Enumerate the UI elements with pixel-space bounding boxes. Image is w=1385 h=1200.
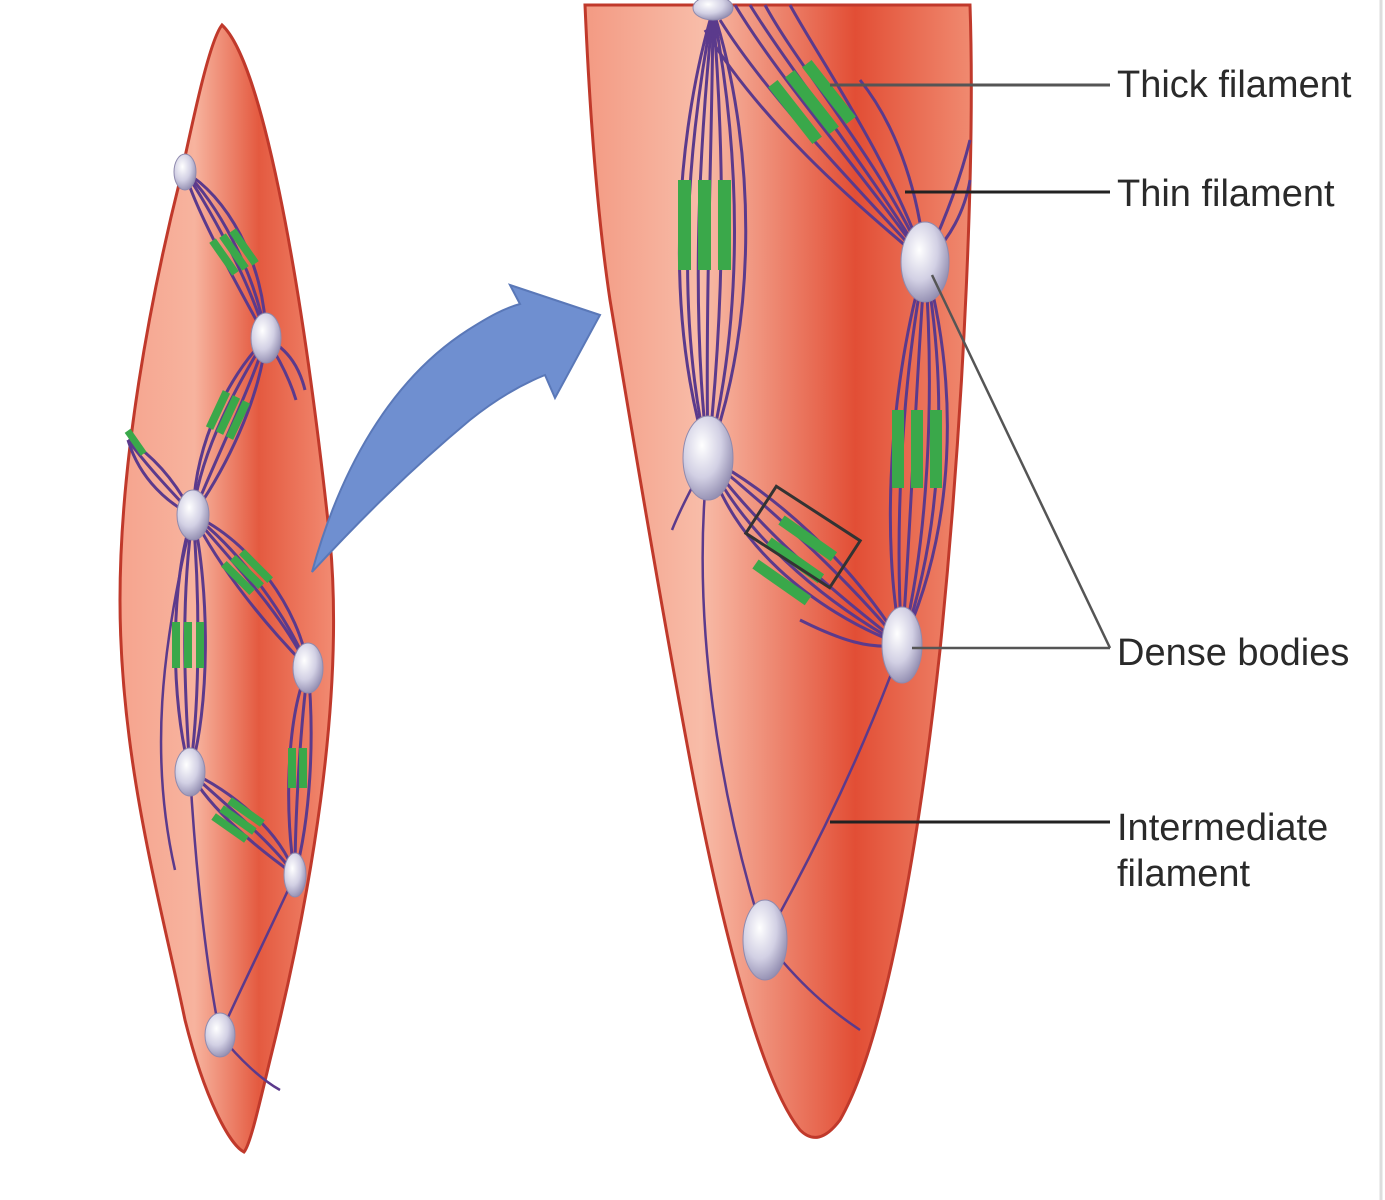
dense-bodies-left	[173, 153, 324, 1058]
thick-filament-highlight-box	[743, 484, 863, 590]
intermediate-filaments-left	[159, 514, 297, 1092]
muscle-cell-right	[583, 0, 973, 1139]
leader-lines	[830, 83, 1112, 824]
label-thick-filament: Thick filament	[1117, 64, 1352, 106]
label-intermediate-filament-line2: filament	[1117, 853, 1250, 895]
dense-bodies-right	[682, 0, 950, 981]
label-intermediate-filament-line1: Intermediate	[1117, 807, 1328, 849]
label-thin-filament: Thin filament	[1117, 173, 1335, 215]
thick-filaments-right	[678, 59, 942, 606]
cell-left-membrane	[118, 22, 336, 1154]
leader-dense-body-upper	[930, 274, 1112, 649]
thick-filaments-left	[124, 228, 307, 843]
label-dense-bodies: Dense bodies	[1117, 632, 1349, 674]
muscle-cell-left	[118, 22, 336, 1154]
zoom-arrow	[311, 283, 602, 573]
